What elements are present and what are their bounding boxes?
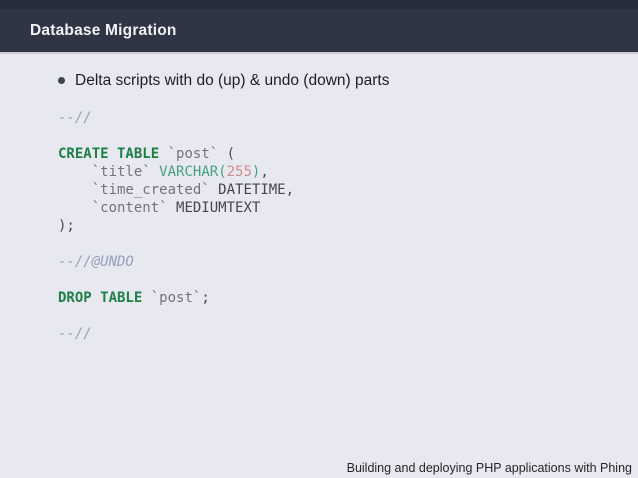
- code-line: --//: [58, 326, 92, 342]
- code-line: );: [58, 218, 75, 234]
- code-line: [58, 307, 638, 325]
- code-line: --//@UNDO: [58, 254, 134, 270]
- code-line: `title` VARCHAR(255),: [91, 164, 269, 180]
- code-line: --//: [58, 110, 92, 126]
- code-line: DROP TABLE `post`;: [58, 290, 210, 306]
- code-line: [58, 271, 638, 289]
- code-line: [58, 127, 638, 145]
- bullet-dot-icon: [58, 77, 65, 84]
- code-line: [58, 235, 638, 253]
- code-line: `time_created` DATETIME,: [91, 182, 295, 198]
- code-line: `content` MEDIUMTEXT: [91, 200, 261, 216]
- code-line: CREATE TABLE `post` (: [58, 146, 236, 162]
- bullet-text: Delta scripts with do (up) & undo (down)…: [75, 72, 390, 89]
- slide-header-bar: Database Migration: [0, 0, 638, 54]
- bullet-item: Delta scripts with do (up) & undo (down)…: [58, 71, 638, 90]
- footer-text: Building and deploying PHP applications …: [346, 461, 632, 475]
- code-block: --// CREATE TABLE `post` ( `title` VARCH…: [58, 109, 638, 343]
- slide-title: Database Migration: [30, 21, 177, 39]
